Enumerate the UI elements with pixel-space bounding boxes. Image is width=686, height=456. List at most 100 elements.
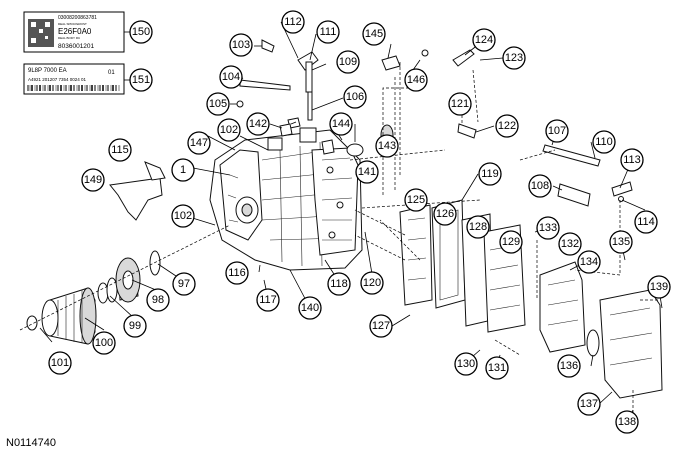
callout-99-text: 99 [129,320,141,332]
callout-101: 101 [48,351,72,375]
callout-127-text: 127 [372,320,390,332]
callout-132-text: 132 [561,238,579,250]
callout-108-text: 108 [531,180,549,192]
callout-117: 117 [256,288,280,312]
label-151-barcode [27,85,120,91]
callout-109: 109 [336,50,360,74]
callout-126: 126 [433,202,457,226]
callout-100: 100 [92,331,116,355]
callout-141-text: 141 [358,166,376,178]
callout-147-text: 147 [190,137,208,149]
callout-110: 110 [592,130,616,154]
callout-150: 150 [129,20,153,44]
callout-104: 104 [219,65,243,89]
callout-106: 106 [343,85,367,109]
callout-140-text: 140 [301,302,319,314]
callout-99: 99 [123,314,147,338]
callout-111: 111 [316,20,340,44]
callout-104-text: 104 [222,71,240,83]
callout-101-text: 101 [51,357,69,369]
bracket-assembly [109,161,166,221]
callout-110-text: 110 [595,136,613,148]
callout-102a: 102 [217,118,241,142]
callout-124-text: 124 [475,34,493,46]
callout-105-text: 105 [209,98,227,110]
callout-112-text: 112 [284,16,302,28]
callout-116: 116 [225,261,249,285]
callout-107-text: 107 [548,125,566,137]
callout-130: 130 [454,352,478,376]
label-150-partno: 8036001201 [58,43,95,50]
callout-122-text: 122 [498,120,516,132]
callout-129-text: 129 [502,236,520,248]
callout-122: 122 [495,114,519,138]
callout-102a-text: 102 [220,124,238,136]
label-151-suffix: 01 [108,70,115,76]
callout-123: 123 [502,46,526,70]
callout-128-text: 128 [469,221,487,233]
callout-116-text: 116 [228,267,246,279]
figure-id: N0114740 [6,437,56,449]
callout-135-text: 135 [612,236,630,248]
callout-103-text: 103 [232,39,250,51]
callout-117-text: 117 [259,294,277,306]
callout-119-text: 119 [481,168,499,180]
callout-1: 1 [171,158,195,182]
callout-141: 141 [355,160,379,184]
callout-145-text: 145 [365,28,383,40]
callout-133-text: 133 [539,222,557,234]
output-shaft-assembly [19,224,231,345]
callout-144-text: 144 [332,118,350,130]
callout-107: 107 [545,119,569,143]
label-150-code: E26F0A0 [58,27,92,36]
callout-143-text: 143 [378,140,396,152]
callout-123-text: 123 [505,52,523,64]
callout-118: 118 [327,272,351,296]
callout-134: 134 [577,250,601,274]
callout-149: 149 [81,168,105,192]
callout-136: 136 [557,354,581,378]
callout-139: 139 [647,275,671,299]
callout-133: 133 [536,216,560,240]
label-151: 9L8P 7000 EA 01 A4921 201207 7354 0024 0… [23,63,125,95]
label-151-line1: 9L8P 7000 EA [28,68,67,74]
callout-149-text: 149 [84,174,102,186]
callout-146: 146 [404,68,428,92]
callout-150-text: 150 [132,26,150,38]
callout-127: 127 [369,314,393,338]
callout-120-text: 120 [363,277,381,289]
label-150-qr [28,19,54,47]
callout-98: 98 [146,288,170,312]
callout-97: 97 [172,272,196,296]
callout-146-text: 146 [407,74,425,86]
callout-136-text: 136 [560,360,578,372]
callout-108: 108 [528,174,552,198]
callout-143: 143 [375,134,399,158]
callout-100-text: 100 [95,337,113,349]
callout-125: 125 [404,188,428,212]
callout-113-text: 113 [623,154,641,166]
callout-129: 129 [499,230,523,254]
callout-131-text: 131 [488,362,506,374]
callout-132: 132 [558,232,582,256]
callout-114: 114 [634,210,658,234]
callout-137-text: 137 [580,398,598,410]
callout-128: 128 [466,215,490,239]
callout-151-text: 151 [132,74,150,86]
callout-106-text: 106 [346,91,364,103]
label-150: 03008200863781 DEAL SPRAYEROST E26F0A0 D… [23,11,125,53]
callout-103: 103 [229,33,253,57]
callout-151: 151 [129,68,153,92]
label-150-serial: 03008200863781 [58,15,97,21]
transmission-case [209,127,363,271]
callout-144: 144 [329,112,353,136]
callout-119: 119 [478,162,502,186]
callout-137: 137 [577,392,601,416]
callout-139-text: 139 [650,281,668,293]
callout-138: 138 [615,410,639,434]
label-151-line2: A4921 201207 7354 0024 01 [28,77,87,82]
callout-135: 135 [609,230,633,254]
callout-125-text: 125 [407,194,425,206]
callout-142-text: 142 [249,118,267,130]
